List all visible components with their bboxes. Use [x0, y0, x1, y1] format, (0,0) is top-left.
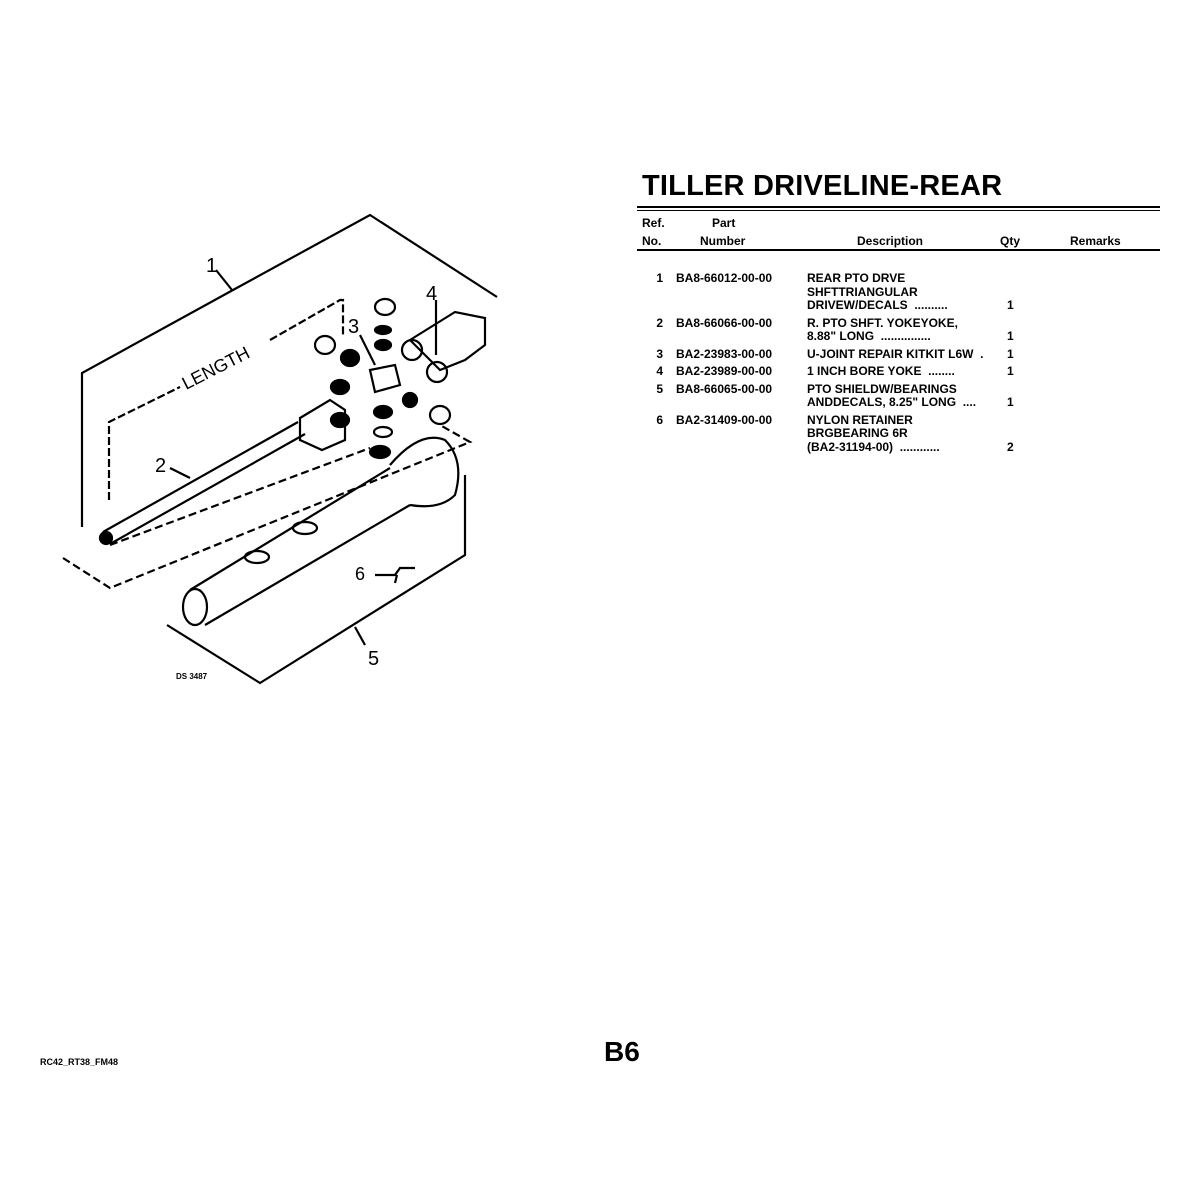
description-line: PTO SHIELDW/BEARINGS	[807, 381, 957, 396]
header-rule	[637, 249, 1160, 251]
description-line: 8.88" LONG ...............	[807, 329, 931, 343]
description: R. PTO SHFT. YOKEYOKE,8.88" LONG .......…	[807, 315, 1007, 344]
dashed-outline-inner	[109, 446, 371, 547]
description-line: U-JOINT REPAIR KITKIT L6W .	[807, 346, 984, 361]
page-number: B6	[604, 1036, 640, 1067]
callout-3: 3	[348, 316, 359, 338]
u-joint-kit	[313, 297, 452, 460]
description-line: DRIVEW/DECALS ..........	[807, 298, 948, 312]
bore-yoke	[400, 310, 487, 384]
ref-number: 3	[656, 346, 663, 361]
header-ref-2: No.	[642, 234, 662, 248]
callout-5: 5	[368, 648, 379, 670]
part-number: BA2-23983-00-00	[676, 346, 773, 361]
quantity: 1	[1007, 346, 1014, 361]
header-part-2: Number	[700, 234, 746, 248]
callout-6: 6	[355, 564, 365, 584]
description: 1 INCH BORE YOKE ........	[807, 364, 1007, 379]
description-line: BRGBEARING 6R	[807, 426, 908, 440]
header-qty: Qty	[1000, 234, 1021, 248]
description: U-JOINT REPAIR KITKIT L6W .	[807, 346, 1007, 362]
part-number: BA2-31409-00-00	[676, 412, 773, 427]
bracket-5	[166, 475, 467, 685]
part-number: BA8-66012-00-00	[676, 271, 773, 285]
length-dimension-end	[269, 298, 345, 341]
callout-2: 2	[155, 455, 166, 477]
description-line: NYLON RETAINER	[807, 412, 913, 427]
bracket-1	[80, 213, 498, 527]
length-label: LENGTH	[179, 343, 253, 394]
header-description: Description	[857, 234, 924, 248]
description-line: R. PTO SHFT. YOKEYOKE,	[807, 315, 958, 330]
dashed-outline	[62, 424, 473, 590]
quantity: 1	[1007, 364, 1014, 378]
pto-shield	[181, 436, 460, 627]
leader-2	[169, 467, 191, 479]
length-dimension	[107, 386, 181, 500]
quantity: 2	[1007, 439, 1014, 454]
description-line: (BA2-31194-00) ............	[807, 439, 940, 454]
pto-shaft	[98, 378, 351, 546]
ref-number: 5	[656, 381, 663, 396]
table-row: 3 BA2-23983-00-00 U-JOINT REPAIR KITKIT L6…	[637, 346, 1160, 362]
title-rule	[637, 206, 1160, 208]
description-line: REAR PTO DRVE	[807, 271, 906, 285]
quantity: 1	[1007, 329, 1014, 343]
leader-1	[215, 269, 233, 291]
description-line: SHFTTRIANGULAR	[807, 284, 918, 299]
title-rule-2	[637, 210, 1160, 211]
header-part-1: Part	[712, 216, 736, 230]
part-number: BA8-66066-00-00	[676, 315, 773, 330]
header-ref-1: Ref.	[642, 216, 665, 230]
table-row: 2 BA8-66066-00-00 R. PTO SHFT. YOKEYOKE,8.…	[637, 315, 1160, 344]
ref-number: 6	[656, 412, 663, 427]
callout-4: 4	[426, 283, 437, 305]
page-title: TILLER DRIVELINE-REAR	[642, 170, 1003, 202]
leader-3	[359, 334, 376, 366]
table-row: 4 BA2-23989-00-00 1 INCH BORE YOKE .......…	[637, 364, 1160, 379]
document-id: RC42_RT38_FM48	[40, 1057, 119, 1067]
header-remarks: Remarks	[1070, 234, 1121, 248]
ref-number: 2	[656, 315, 663, 330]
quantity: 1	[1007, 395, 1014, 409]
callout-1: 1	[206, 255, 217, 277]
part-number: BA8-66065-00-00	[676, 381, 773, 396]
nylon-retainer	[375, 566, 415, 584]
description-line: ANDDECALS, 8.25" LONG ....	[807, 395, 977, 409]
exploded-parts-diagram: 1 LENGTH 2 3 4	[62, 213, 498, 685]
leader-5	[354, 626, 366, 646]
quantity: 1	[1007, 298, 1014, 312]
drawing-code: DS 3487	[176, 672, 208, 681]
ref-number: 1	[656, 271, 663, 285]
ref-number: 4	[656, 364, 663, 378]
description-line: 1 INCH BORE YOKE ........	[807, 364, 955, 378]
part-number: BA2-23989-00-00	[676, 364, 773, 378]
